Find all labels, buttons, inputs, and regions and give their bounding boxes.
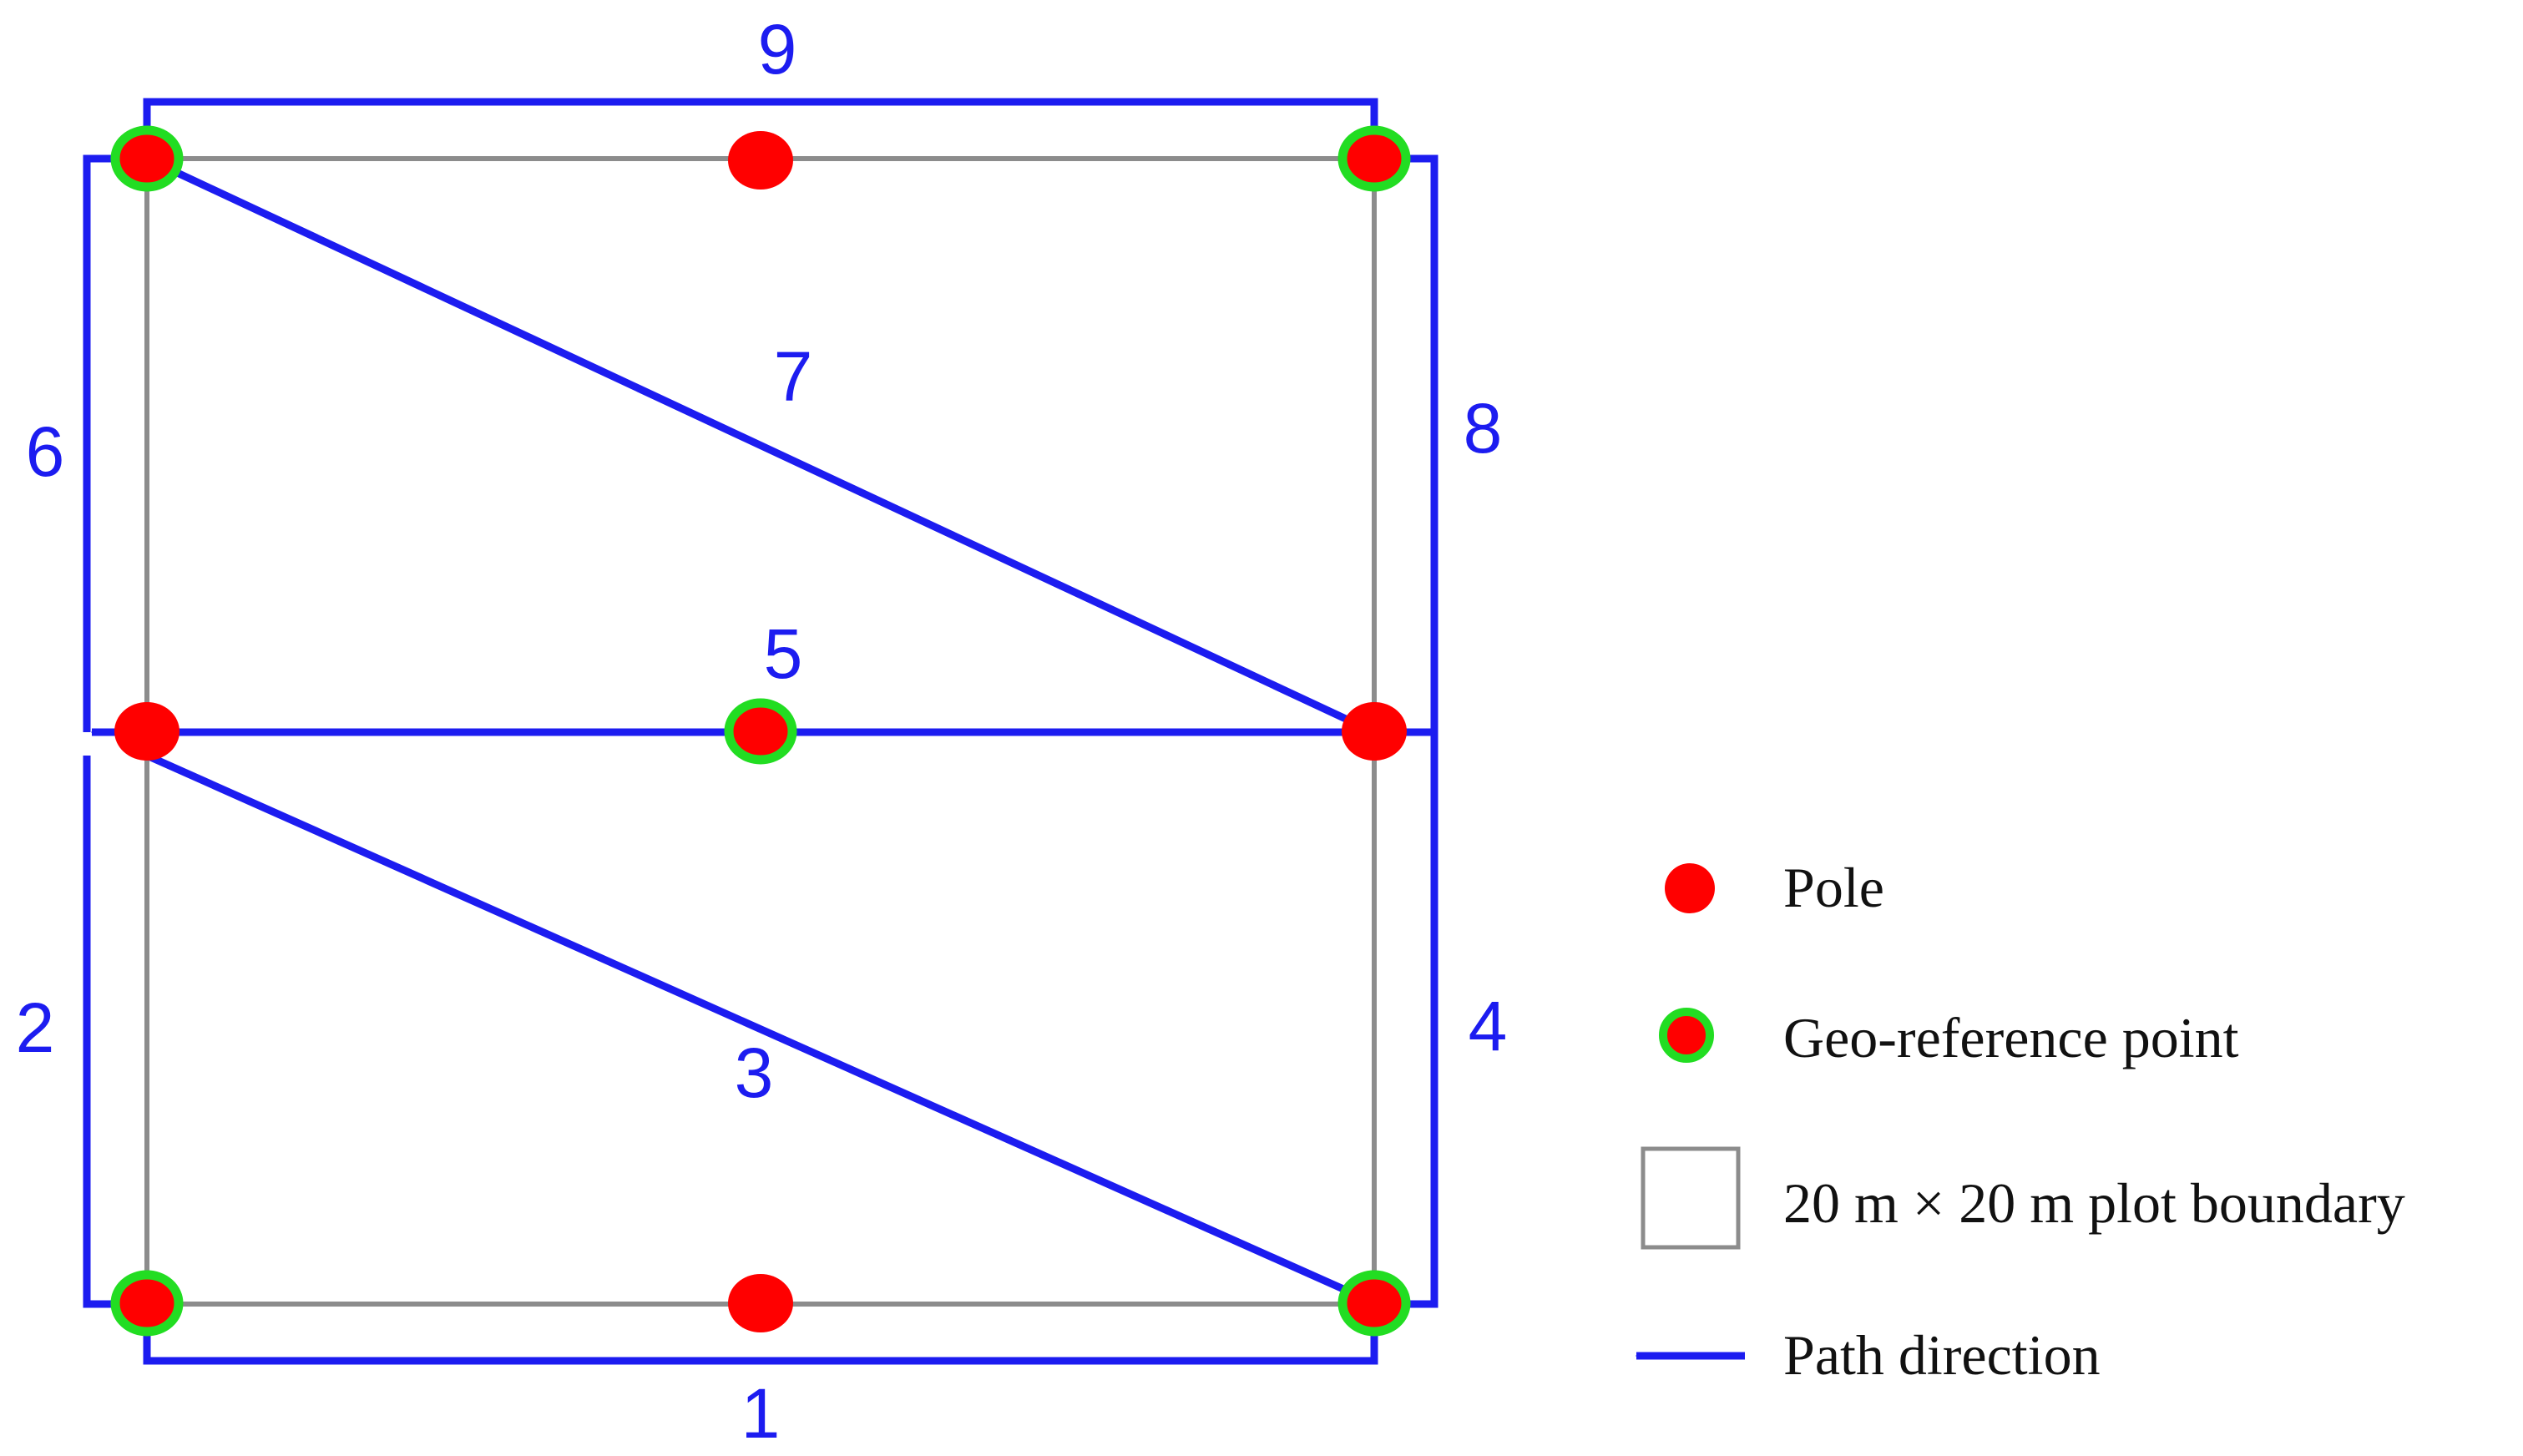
path-segment-3 (145, 751, 1353, 1297)
path-segment-2 (83, 756, 147, 1308)
pole-middle-left (114, 702, 179, 761)
georef-point-bottom-left (110, 1270, 184, 1337)
path-segment-6 (83, 154, 147, 732)
path-segment-4 (1374, 732, 1438, 1308)
georef-point-center (724, 698, 797, 765)
pole-middle-right (1342, 702, 1407, 761)
legend-path-label: Path direction (1783, 1323, 2101, 1387)
legend-boundary-label: 20 m × 20 m plot boundary (1783, 1171, 2405, 1235)
path-number-2: 2 (16, 988, 55, 1067)
path-number-8: 8 (1464, 389, 1503, 468)
legend-georef-label: Geo-reference point (1783, 1006, 2239, 1069)
path-number-4: 4 (1469, 987, 1508, 1065)
path-numbers: 1 2 3 4 5 6 7 8 9 (16, 10, 1508, 1453)
path-segment-8 (1374, 154, 1438, 732)
legend-pole-label: Pole (1783, 856, 1884, 919)
legend-pole-symbol (1665, 863, 1715, 913)
pole-bottom-middle (728, 1274, 793, 1332)
path-number-5: 5 (764, 614, 803, 693)
legend-georef-symbol (1659, 1008, 1714, 1063)
legend-item-georef: Geo-reference point (1659, 1006, 2239, 1069)
legend-boundary-symbol (1641, 1146, 1741, 1250)
path-number-3: 3 (735, 1034, 774, 1112)
georef-point-top-left (110, 125, 184, 192)
poles (114, 131, 1407, 1332)
georef-point-bottom-right (1337, 1270, 1411, 1337)
legend-item-pole: Pole (1665, 856, 1884, 919)
legend: Pole Geo-reference point 20 m × 20 m plo… (1635, 856, 2405, 1387)
path-number-9: 9 (758, 10, 797, 88)
geo-reference-points (110, 125, 1411, 1337)
path-number-1: 1 (741, 1374, 781, 1453)
legend-item-path: Path direction (1635, 1323, 2101, 1387)
pole-top-middle (728, 131, 793, 190)
georef-point-top-right (1337, 125, 1411, 192)
path-number-7: 7 (774, 337, 813, 416)
legend-item-boundary: 20 m × 20 m plot boundary (1641, 1146, 2405, 1250)
path-number-6: 6 (26, 412, 65, 491)
